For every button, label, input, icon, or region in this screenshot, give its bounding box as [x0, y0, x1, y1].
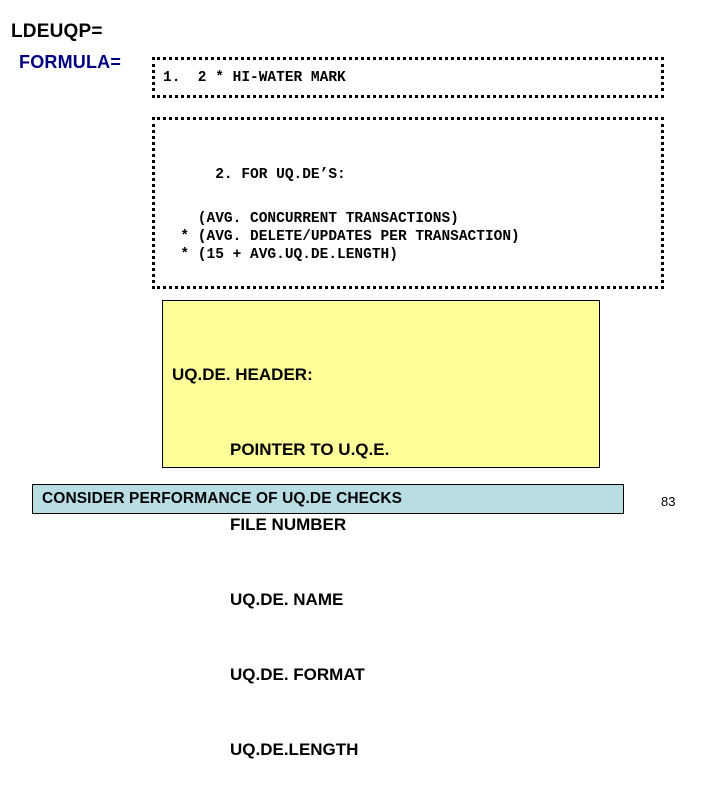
formula-box-2-body: 2. FOR UQ.DE’S: (AVG. CONCURRENT TRANSAC… — [163, 148, 520, 282]
page-number: 83 — [661, 494, 676, 509]
formula-box-1-text: 1. 2 * HI-WATER MARK — [163, 70, 346, 86]
formula-box-2-line-2: * (AVG. DELETE/UPDATES PER TRANSACTION) — [163, 229, 520, 245]
formula-box-2-line-3: * (15 + AVG.UQ.DE.LENGTH) — [163, 247, 398, 263]
list-item: UQ.DE. FORMAT — [230, 665, 365, 684]
formula-box-1: 1. 2 * HI-WATER MARK — [152, 57, 664, 98]
list-item: POINTER TO U.Q.E. — [230, 440, 390, 459]
formula-box-2-line-1: (AVG. CONCURRENT TRANSACTIONS) — [163, 211, 459, 227]
footer-banner-text: CONSIDER PERFORMANCE OF UQ.DE CHECKS — [42, 490, 403, 507]
uq-de-header-title: UQ.DE. HEADER: — [172, 365, 313, 384]
page-title: LDEUQP= — [11, 21, 103, 42]
slide-canvas: LDEUQP= FORMULA= 1. 2 * HI-WATER MARK 2.… — [11, 21, 676, 759]
spacer — [163, 184, 520, 210]
page-subtitle: FORMULA= — [19, 52, 122, 72]
list-item: UQ.DE.LENGTH — [230, 740, 359, 759]
uq-de-header-box: UQ.DE. HEADER: POINTER TO U.Q.E. FILE NU… — [162, 300, 600, 759]
list-item: UQ.DE. NAME — [230, 590, 344, 609]
list-item: FILE NUMBER — [230, 515, 347, 534]
formula-box-2: 2. FOR UQ.DE’S: (AVG. CONCURRENT TRANSAC… — [152, 117, 664, 289]
uq-de-header-list: UQ.DE. HEADER: POINTER TO U.Q.E. FILE NU… — [172, 312, 389, 812]
formula-box-2-heading: 2. FOR UQ.DE’S: — [215, 167, 346, 183]
footer-banner: CONSIDER PERFORMANCE OF UQ.DE CHECKS — [32, 484, 624, 514]
